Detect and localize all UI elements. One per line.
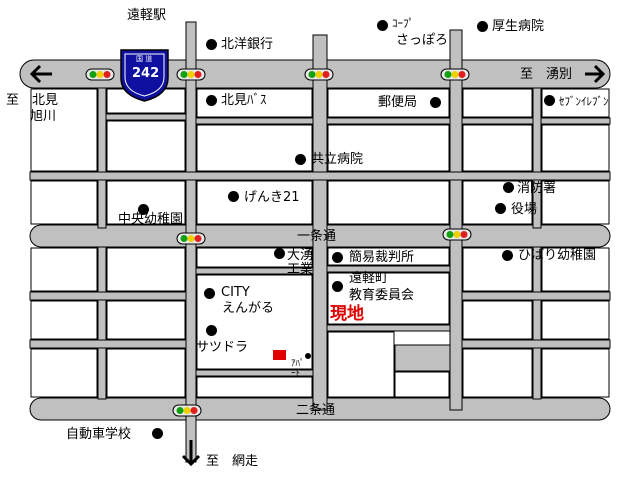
city-marker — [204, 288, 215, 299]
oyu-kogyo-marker — [274, 248, 285, 259]
to-yubetsu-label: 至 湧別 — [520, 67, 573, 82]
coop-marker — [377, 20, 388, 31]
traffic-light-icon — [176, 68, 206, 81]
apartment-label-1: ｱﾊﾟ — [291, 359, 305, 369]
route-sign-header: 国 道 — [136, 55, 153, 63]
side-street-14 — [461, 339, 611, 349]
side-street-6 — [540, 117, 611, 125]
map-blocks — [30, 88, 610, 398]
driving-school-marker — [152, 428, 163, 439]
direction-arrows — [29, 64, 606, 467]
side-street-5 — [461, 117, 534, 125]
sadora-label: サツドラ — [196, 340, 249, 355]
to-abashiri-label: 至 網走 — [206, 454, 259, 469]
seven-eleven-marker — [544, 95, 555, 106]
ichijo-dori-label: 一条通 — [297, 229, 337, 244]
kosei-hospital-marker — [477, 21, 488, 32]
route-242-shield-icon — [120, 49, 169, 102]
kosei-hospital-label: 厚生病院 — [492, 19, 545, 34]
coop-label-1: ｺｰﾌﾟ — [392, 17, 414, 30]
kitami-bus-label: 北見ﾊﾞｽ — [221, 93, 267, 108]
side-street-7 — [29, 291, 187, 301]
genki21-label: げんき21 — [244, 190, 300, 205]
traffic-light-icon — [304, 68, 334, 81]
side-street-1 — [29, 171, 611, 181]
side-street-11 — [326, 324, 451, 332]
apartment-label-2: ｰﾄ — [291, 369, 301, 379]
fire-station-marker — [503, 182, 514, 193]
board-of-education-label-2: 教育委員会 — [349, 288, 415, 303]
traffic-light-icon — [442, 228, 472, 241]
nijo-dori-label: 二条通 — [296, 403, 336, 418]
site-label: 現地 — [330, 304, 364, 324]
traffic-light-icon — [440, 68, 470, 81]
hokuyo-bank-label: 北洋銀行 — [221, 37, 274, 52]
side-street-4 — [326, 117, 451, 125]
traffic-lights — [85, 68, 472, 417]
east-street — [449, 29, 463, 411]
side-block-road — [394, 344, 451, 372]
board-of-education-marker — [332, 281, 343, 292]
city-label-2: えんがる — [222, 301, 275, 316]
kyoritsu-hospital-label: 共立病院 — [311, 152, 364, 167]
side-street-12 — [195, 369, 314, 377]
center-street — [312, 34, 328, 411]
court-marker — [332, 252, 343, 263]
town-office-marker — [495, 203, 506, 214]
to-kitami-label: 至 北見 — [6, 93, 59, 108]
apartment-dot — [305, 353, 311, 359]
west-street — [97, 87, 107, 229]
side-street-8 — [29, 339, 187, 349]
seven-eleven-label: ｾﾌﾞﾝｲﾚﾌﾞﾝ — [559, 95, 609, 108]
engaru-station-label: 遠軽駅 — [127, 8, 167, 23]
site-marker — [273, 350, 286, 360]
traffic-light-icon — [176, 232, 206, 245]
genki21-marker — [228, 191, 239, 202]
side-street-2 — [105, 113, 187, 121]
south-arrow-icon — [181, 440, 201, 467]
east-arrow-icon — [585, 64, 606, 84]
driving-school-label: 自動車学校 — [66, 427, 132, 442]
asahikawa-label: 旭川 — [30, 109, 57, 124]
oyu-kogyo-label-2: 工業 — [287, 262, 314, 277]
traffic-light-icon — [172, 404, 202, 417]
town-office-label: 役場 — [511, 202, 538, 217]
far-east-street-south — [532, 246, 542, 400]
oyu-kogyo-label-1: 大湧 — [287, 248, 314, 263]
city-label-1: CITY — [221, 285, 250, 300]
far-east-street — [532, 87, 542, 229]
hibari-kindergarten-label: ひばり幼稚園 — [518, 248, 597, 263]
west-street-south — [97, 246, 107, 400]
post-office-marker — [430, 97, 441, 108]
post-office-label: 郵便局 — [378, 95, 418, 110]
side-street-3 — [195, 117, 314, 125]
coop-label-2: さっぽろ — [396, 33, 449, 48]
kyoritsu-hospital-marker — [295, 154, 306, 165]
hibari-kindergarten-marker — [502, 250, 513, 261]
hokuyo-bank-marker — [206, 39, 217, 50]
side-street-13 — [461, 291, 611, 301]
board-of-education-label-1: 遠軽町 — [349, 271, 389, 286]
route-sign-number: 242 — [132, 66, 160, 81]
side-street-10 — [326, 265, 451, 273]
chuo-kindergarten-label: 中央幼稚園 — [118, 212, 184, 227]
traffic-light-icon — [85, 68, 115, 81]
west-arrow-icon — [29, 64, 52, 84]
kitami-bus-marker — [206, 95, 217, 106]
side-street-9 — [195, 267, 314, 275]
court-label: 簡易裁判所 — [349, 250, 415, 265]
chuo-kindergarten-marker — [138, 204, 149, 215]
fire-station-label: 消防署 — [517, 181, 557, 196]
sadora-marker — [206, 325, 217, 336]
